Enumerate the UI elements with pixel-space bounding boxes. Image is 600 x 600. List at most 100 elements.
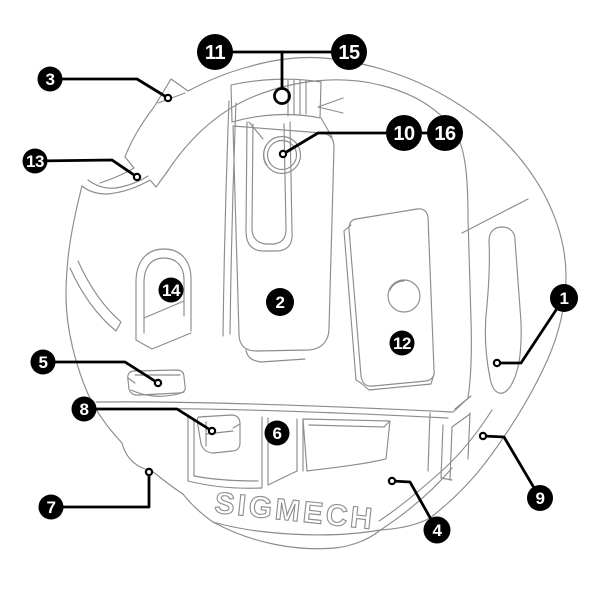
claw-jaw-outer	[81, 171, 168, 195]
leader-line-1	[495, 296, 566, 365]
callout-number-15: 15	[338, 42, 360, 64]
left-scallop	[69, 267, 117, 332]
pocket-4-outline	[302, 418, 391, 472]
leader-line-9	[481, 434, 542, 500]
central-panel	[232, 125, 335, 352]
callout-number-9: 9	[536, 489, 545, 508]
callout-7: 7	[38, 494, 64, 520]
callout-bubble-7	[38, 494, 64, 520]
callout-number-11: 11	[205, 42, 226, 64]
top-boss	[230, 78, 322, 123]
leader-dot-4	[387, 476, 397, 486]
leader-line-5	[41, 360, 160, 385]
callout-bubble-9	[527, 485, 553, 511]
pocket-4-inner	[308, 424, 385, 428]
leader-dot-1	[492, 358, 502, 368]
callout-bubble-8	[71, 396, 97, 422]
callout-10: 10	[386, 115, 422, 151]
panel-inner-slot	[245, 121, 293, 252]
callout-number-14: 14	[162, 281, 181, 300]
callout-bubble-5	[30, 349, 56, 375]
boss-12-side-left	[343, 224, 362, 384]
rim-corner-line	[461, 198, 529, 234]
leader-dot-7	[144, 467, 154, 477]
boss-12-hole-arc	[389, 280, 405, 291]
callout-9: 9	[527, 485, 553, 511]
column-left-edge	[229, 102, 237, 335]
callout-bubble-10	[386, 115, 422, 151]
leader-line-10	[281, 131, 406, 156]
callout-2: 2	[266, 288, 294, 316]
callout-16: 16	[427, 115, 463, 151]
step-9-line	[440, 424, 444, 479]
boss-wedge-notch	[317, 97, 344, 114]
callout-12: 12	[389, 330, 415, 356]
step-9-line	[427, 412, 431, 472]
callout-number-1: 1	[560, 289, 569, 308]
disc-outline-left	[151, 470, 184, 495]
rib-bottom	[267, 470, 298, 486]
leader-dot-9	[478, 431, 488, 441]
arch-shelf	[143, 300, 185, 319]
part-line-art	[65, 57, 567, 550]
step-9-line	[454, 395, 472, 410]
callout-number-3: 3	[46, 70, 55, 89]
left-scallop2	[77, 260, 122, 323]
leader-line-3	[48, 77, 170, 100]
callout-number-4: 4	[433, 521, 443, 540]
boss-12-side-bottom	[360, 373, 435, 391]
callout-bubble-14	[158, 277, 184, 303]
callout-3: 3	[37, 66, 63, 92]
callout-14: 14	[158, 277, 184, 303]
step-9-line	[440, 477, 453, 481]
leader-line-8	[82, 407, 214, 433]
callout-bubble-12	[389, 330, 415, 356]
callout-number-10: 10	[393, 123, 415, 145]
callout-number-16: 16	[434, 123, 456, 145]
callout-bubble-16	[427, 115, 463, 151]
callout-4: 4	[423, 516, 451, 544]
leader-dot-3	[163, 93, 173, 103]
callout-8: 8	[71, 396, 97, 422]
callout-number-5: 5	[39, 353, 48, 372]
tab-outline	[153, 78, 189, 108]
boss-12-hole	[387, 279, 421, 313]
sigmech-engraving: SIGMECH	[213, 487, 377, 537]
callout-number-6: 6	[273, 424, 282, 443]
callout-bubble-3	[37, 66, 63, 92]
callout-number-13: 13	[26, 152, 44, 171]
counterbore-arc	[263, 145, 268, 166]
callout-bubble-13	[22, 148, 48, 174]
callout-number-7: 7	[47, 498, 56, 517]
panel-inner-slot2	[251, 123, 287, 245]
callout-13: 13	[22, 148, 48, 174]
callout-bubble-15	[331, 34, 367, 70]
step-9-line	[451, 413, 471, 428]
callout-11: 11	[197, 34, 233, 70]
hook-tab	[196, 414, 241, 454]
claw-jaw-inner	[87, 175, 149, 189]
counterbore-inner	[266, 139, 298, 171]
disc-outline-bottom-upper	[182, 493, 381, 536]
pocket-8-bottom2	[193, 475, 259, 482]
callout-bubble-11	[197, 34, 233, 70]
step-9-line	[449, 426, 453, 481]
callout-number-2: 2	[276, 293, 285, 312]
slot-5-notch	[127, 377, 136, 384]
panel-thickness	[245, 349, 306, 363]
arch-outer	[135, 248, 192, 341]
column-left-edge	[222, 100, 230, 337]
pocket-8-bottom	[187, 480, 263, 489]
callout-number-8: 8	[80, 400, 89, 419]
callout-bubble-2	[266, 288, 294, 316]
leader-dot-13	[132, 172, 142, 182]
slot-1-outline	[484, 226, 522, 394]
rim-inner-curve	[166, 79, 472, 399]
claw-beak	[124, 106, 155, 169]
callout-6: 6	[264, 420, 290, 446]
leader-dot-10	[278, 149, 288, 159]
band-inner-right	[378, 467, 453, 532]
arch-base	[135, 332, 192, 350]
